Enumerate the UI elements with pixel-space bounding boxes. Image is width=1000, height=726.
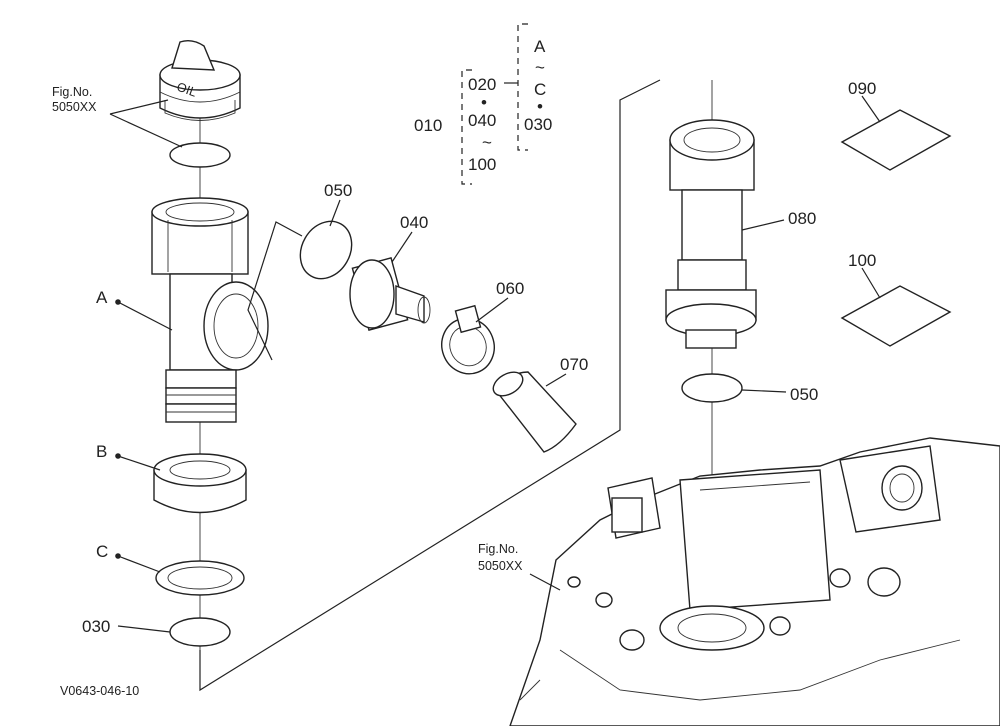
leader-100	[861, 267, 881, 299]
dot-b	[115, 453, 121, 459]
label-040: 040	[400, 213, 428, 232]
label-030-left: 030	[82, 617, 110, 636]
label-060: 060	[496, 279, 524, 298]
washer-c	[155, 560, 245, 596]
fig-ref-top-line1: Fig.No.	[52, 85, 92, 99]
bracket-010-text: 010	[414, 116, 442, 135]
leader-c	[117, 555, 161, 573]
sheet-090	[840, 109, 952, 171]
bracket-c-text: C	[534, 80, 546, 99]
leader-b	[117, 455, 161, 471]
oil-filler-cap: OIL	[159, 39, 241, 121]
label-100-sheet: 100	[848, 251, 876, 270]
label-080: 080	[788, 209, 816, 228]
cap-oil-text: OIL	[175, 80, 199, 100]
o-ring-top	[169, 142, 231, 168]
o-ring-050-top	[299, 220, 353, 280]
fitting-040	[349, 257, 431, 331]
nut-b	[153, 453, 247, 514]
leader-070	[545, 373, 567, 387]
bracket-dot1: •	[481, 93, 487, 112]
bracket-tilde1: ~	[482, 133, 492, 152]
leader-050-right	[741, 389, 787, 393]
bracket-dot2: •	[537, 97, 543, 116]
leader-080	[741, 219, 785, 231]
leader-090	[861, 95, 881, 123]
bracket-a-text: A	[534, 37, 546, 56]
label-090: 090	[848, 79, 876, 98]
extension-pipe-080	[665, 119, 757, 349]
bracket-100-text: 100	[468, 155, 496, 174]
fig-ref-bottom-line2: 5050XX	[478, 559, 523, 573]
bracket-tilde2: ~	[535, 58, 545, 77]
leader-050-top	[329, 199, 341, 227]
leader-060	[475, 297, 509, 323]
engine-block	[509, 437, 1000, 726]
hose-070	[492, 371, 577, 453]
leader-fig-top-cap	[109, 99, 169, 115]
bracket-010	[461, 69, 472, 185]
bracket-020	[517, 23, 528, 151]
leader-040	[391, 231, 413, 263]
fig-ref-top-line2: 5050XX	[52, 100, 97, 114]
leader-fig-top-oring	[109, 113, 183, 148]
assembly-link-line	[199, 79, 661, 692]
bracket-020-text: 020	[468, 75, 496, 94]
leader-fig-bottom	[529, 573, 561, 591]
fig-ref-bottom-line1: Fig.No.	[478, 542, 518, 556]
label-c: C	[96, 542, 108, 561]
hose-clamp-060	[441, 304, 495, 375]
label-050-top: 050	[324, 181, 352, 200]
label-070: 070	[560, 355, 588, 374]
sheet-100	[840, 285, 952, 347]
bracket-040-text: 040	[468, 111, 496, 130]
dot-c	[115, 553, 121, 559]
label-a: A	[96, 288, 108, 307]
label-b: B	[96, 442, 107, 461]
leader-a	[117, 301, 173, 331]
branch-link-line	[247, 221, 303, 361]
o-ring-030	[169, 617, 231, 647]
label-050-right: 050	[790, 385, 818, 404]
leader-030	[117, 625, 171, 633]
o-ring-050-right	[681, 373, 743, 403]
dot-a	[115, 299, 121, 305]
tee-fitting-a	[151, 197, 269, 423]
bracket-030-text: 030	[524, 115, 552, 134]
footer-code: V0643-046-10	[60, 684, 139, 698]
